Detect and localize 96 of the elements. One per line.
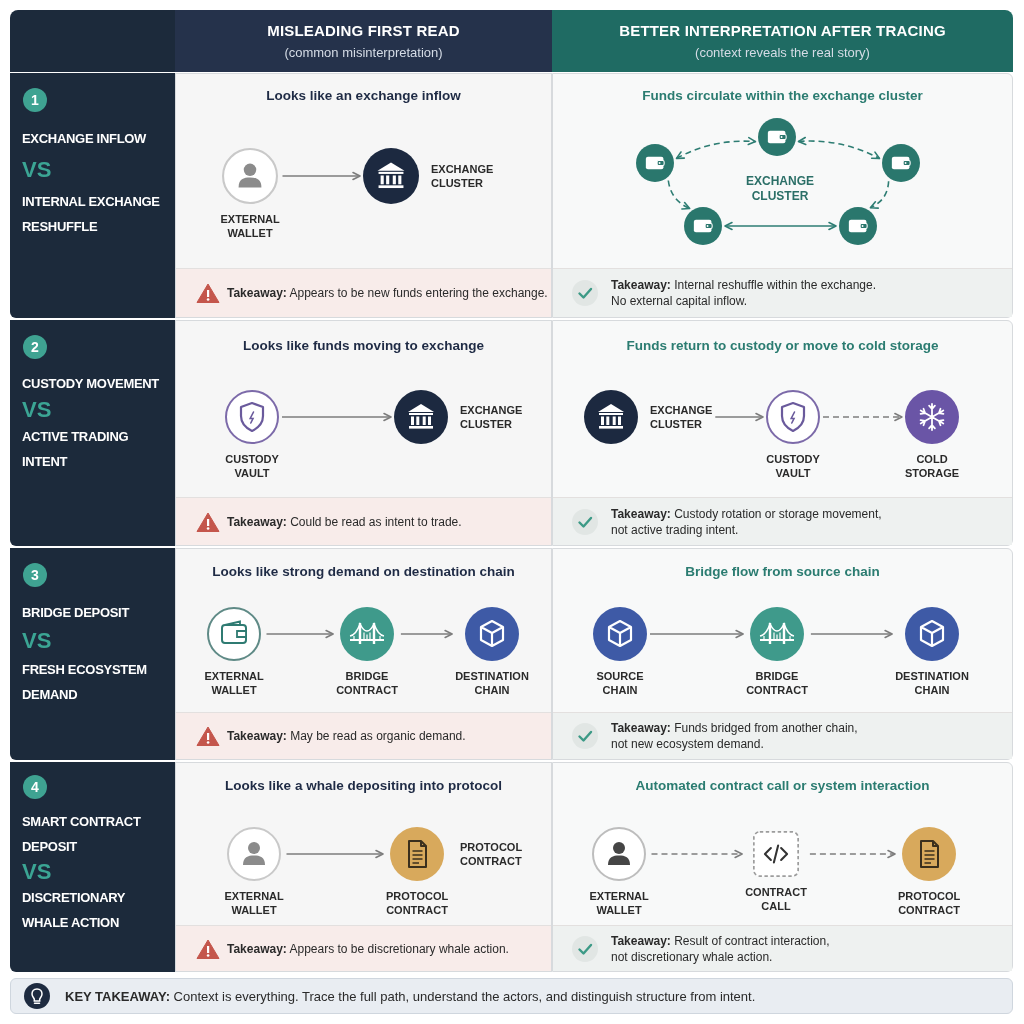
- double-headed-arrow: [675, 136, 757, 160]
- column-title: MISLEADING FIRST READ: [267, 22, 460, 39]
- row-title: EXCHANGE INFLOW: [22, 130, 147, 148]
- takeaway-bar: [176, 497, 551, 545]
- takeaway-text: Takeaway: Custody rotation or storage movement, not active trading intent.: [611, 505, 883, 538]
- arrow: [265, 629, 334, 639]
- arrow: [810, 629, 893, 639]
- comparison-panel: [552, 73, 1013, 318]
- arrow: [822, 412, 903, 422]
- row-title: CUSTODY MOVEMENT: [22, 375, 159, 393]
- column-header: [175, 10, 552, 72]
- panel-heading: Looks like a whale depositing into protocol: [225, 778, 502, 793]
- node-label: CUSTODY VAULT: [225, 452, 279, 480]
- panel-heading: Bridge flow from source chain: [685, 564, 880, 579]
- node-label: DESTINATION CHAIN: [895, 669, 969, 697]
- row-title: SMART CONTRACT DEPOSIT: [22, 813, 142, 856]
- takeaway-bar: [176, 268, 551, 317]
- node-label: EXCHANGE CLUSTER: [650, 403, 713, 431]
- takeaway-bar: [176, 925, 551, 971]
- panel-heading: Automated contract call or system interaction: [635, 778, 930, 793]
- column-subtitle: (context reveals the real story): [695, 45, 870, 60]
- step-number-badge: 4: [23, 775, 47, 799]
- node-label: DESTINATION CHAIN: [455, 669, 529, 697]
- row-title: DISCRETIONARY WHALE ACTION: [22, 889, 126, 932]
- comparison-panel: [175, 73, 552, 318]
- node-label: BRIDGE CONTRACT: [746, 669, 808, 697]
- node-label: CONTRACT CALL: [745, 885, 807, 913]
- column-title: BETTER INTERPRETATION AFTER TRACING: [619, 22, 946, 39]
- node-label: SOURCE CHAIN: [596, 669, 644, 697]
- arrow: [285, 849, 384, 859]
- node-label: COLD STORAGE: [904, 452, 960, 480]
- panel-heading: Looks like strong demand on destination chain: [212, 564, 515, 579]
- vs-label: VS: [22, 628, 52, 654]
- row-title: INTERNAL EXCHANGE RESHUFFLE: [22, 193, 161, 236]
- node-label: PROTOCOL CONTRACT: [898, 889, 960, 917]
- step-number-badge: 1: [23, 88, 47, 112]
- node-label: EXTERNAL WALLET: [220, 212, 280, 240]
- panel-heading: Funds circulate within the exchange cluster: [642, 88, 923, 103]
- arrow: [869, 180, 890, 209]
- takeaway-text: Takeaway: Appears to be discretionary whale action.: [227, 940, 509, 957]
- double-headed-arrow: [797, 136, 881, 160]
- node-label: EXTERNAL WALLET: [589, 889, 649, 917]
- row-title: BRIDGE DEPOSIT: [22, 604, 130, 622]
- arrow: [281, 412, 392, 422]
- takeaway-text: Takeaway: Internal reshuffle within the exchange. No external capital inflow.: [611, 277, 878, 309]
- row-header-panel: [10, 762, 175, 972]
- node-label: EXCHANGE CLUSTER: [431, 162, 494, 190]
- node-label: CUSTODY VAULT: [766, 452, 820, 480]
- takeaway-bar: [176, 712, 551, 759]
- takeaway-bar: [553, 925, 1012, 971]
- comparison-panel: [175, 548, 552, 760]
- row-title: FRESH ECOSYSTEM DEMAND: [22, 661, 148, 704]
- comparison-panel: [552, 548, 1013, 760]
- arrow: [650, 849, 743, 859]
- arrow: [809, 849, 896, 859]
- vs-label: VS: [22, 859, 52, 885]
- comparison-panel: [552, 762, 1013, 972]
- panel-heading: Funds return to custody or move to cold storage: [626, 338, 939, 353]
- arrow: [281, 171, 361, 181]
- double-headed-arrow: [724, 221, 837, 231]
- panel-heading: Looks like an exchange inflow: [266, 88, 461, 103]
- column-subtitle: (common misinterpretation): [284, 45, 443, 60]
- comparison-panel: [175, 320, 552, 546]
- node-label: EXTERNAL WALLET: [204, 669, 264, 697]
- row-header-panel: [10, 320, 175, 546]
- takeaway-bar: [553, 268, 1012, 317]
- step-number-badge: 2: [23, 335, 47, 359]
- column-header: [552, 10, 1013, 72]
- takeaway-text: Takeaway: Funds bridged from another chain, not new ecosystem demand.: [611, 720, 859, 752]
- takeaway-text: Takeaway: Could be read as intent to trade.: [227, 513, 462, 530]
- comparison-panel: [175, 762, 552, 972]
- key-takeaway-bar: [10, 978, 1013, 1014]
- takeaway-text: Takeaway: Appears to be new funds entering the exchange.: [227, 285, 548, 301]
- vs-label: VS: [22, 397, 52, 423]
- node-label: BRIDGE CONTRACT: [336, 669, 398, 697]
- row-header-panel: [10, 548, 175, 760]
- takeaway-text: Takeaway: Result of contract interaction, not discretionary whale action.: [611, 932, 831, 965]
- takeaway-bar: [553, 497, 1012, 545]
- cluster-label: EXCHANGE CLUSTER: [745, 174, 815, 204]
- arrow: [667, 179, 691, 210]
- row-title: ACTIVE TRADING INTENT: [22, 428, 130, 471]
- key-takeaway-text: KEY TAKEAWAY: Context is everything. Trace the full path, understand the actors, and distinguish structure from intent.: [65, 988, 756, 1004]
- takeaway-text: Takeaway: May be read as organic demand.: [227, 728, 466, 744]
- panel-heading: Looks like funds moving to exchange: [243, 338, 484, 353]
- row-header-panel: [10, 73, 175, 318]
- node-label: EXTERNAL WALLET: [224, 889, 284, 917]
- arrow: [714, 412, 764, 422]
- node-label: PROTOCOL CONTRACT: [386, 889, 448, 917]
- node-label: PROTOCOL CONTRACT: [459, 840, 522, 868]
- arrow: [400, 629, 453, 639]
- comparison-panel: [552, 320, 1013, 546]
- node-label: EXCHANGE CLUSTER: [460, 403, 523, 431]
- vs-label: VS: [22, 157, 52, 183]
- takeaway-bar: [553, 712, 1012, 759]
- arrow: [649, 629, 744, 639]
- step-number-badge: 3: [23, 563, 47, 587]
